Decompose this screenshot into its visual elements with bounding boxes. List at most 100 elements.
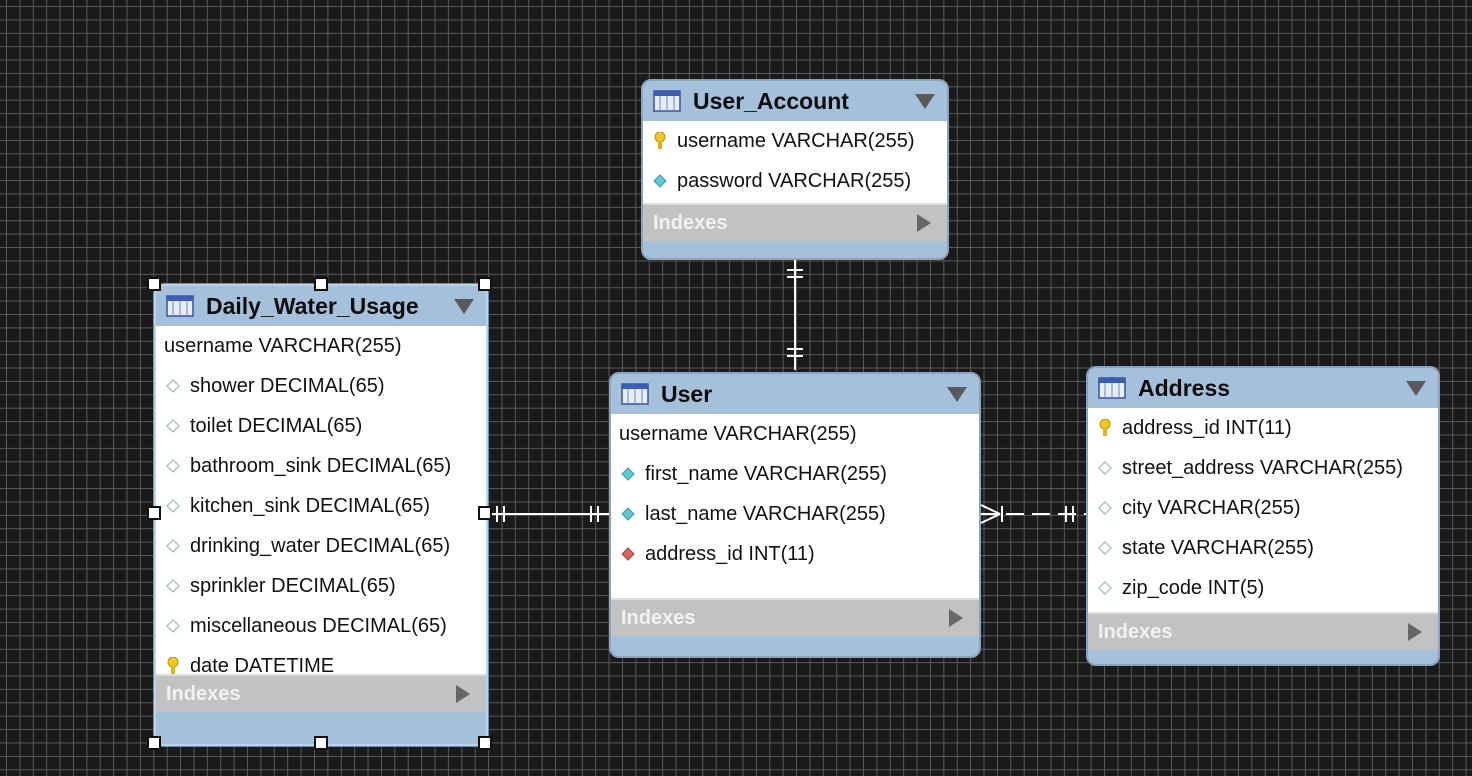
foreign-key-icon bbox=[619, 545, 637, 563]
table-user[interactable]: User username VARCHAR(255) first_name VA… bbox=[609, 372, 981, 658]
column-text: sprinkler DECIMAL(65) bbox=[190, 574, 396, 597]
collapse-toggle-icon[interactable] bbox=[454, 298, 474, 314]
column-text: city VARCHAR(255) bbox=[1122, 496, 1301, 519]
column-list: username VARCHAR(255) shower DECIMAL(65)… bbox=[156, 326, 486, 677]
resize-handle-bottom[interactable] bbox=[314, 736, 328, 750]
table-header[interactable]: User bbox=[611, 374, 979, 414]
relationship-daily-water-usage-user[interactable] bbox=[490, 506, 610, 522]
indexes-section[interactable]: Indexes bbox=[156, 674, 486, 712]
table-footer bbox=[611, 636, 979, 650]
table-name: Address bbox=[1138, 374, 1231, 401]
column-row[interactable]: username VARCHAR(255) bbox=[643, 121, 947, 161]
resize-handle-top-right[interactable] bbox=[478, 277, 492, 291]
resize-handle-top[interactable] bbox=[314, 277, 328, 291]
resize-handle-right[interactable] bbox=[478, 506, 492, 520]
column-row[interactable]: street_address VARCHAR(255) bbox=[1088, 448, 1438, 488]
indexes-section[interactable]: Indexes bbox=[1088, 612, 1438, 650]
column-row[interactable]: city VARCHAR(255) bbox=[1088, 488, 1438, 528]
column-text: address_id INT(11) bbox=[1122, 416, 1292, 439]
column-list: username VARCHAR(255) password VARCHAR(2… bbox=[643, 121, 947, 203]
table-header[interactable]: Address bbox=[1088, 368, 1438, 408]
column-text: street_address VARCHAR(255) bbox=[1122, 456, 1403, 479]
primary-key-icon bbox=[164, 657, 182, 675]
nullable-column-icon bbox=[164, 497, 182, 515]
resize-handle-top-left[interactable] bbox=[147, 277, 161, 291]
nullable-column-icon bbox=[164, 457, 182, 475]
nullable-column-icon bbox=[164, 537, 182, 555]
indexes-section[interactable]: Indexes bbox=[643, 203, 947, 241]
column-text: last_name VARCHAR(255) bbox=[645, 502, 886, 525]
primary-key-icon bbox=[1096, 419, 1114, 437]
column-text: username VARCHAR(255) bbox=[619, 422, 857, 445]
column-text: username VARCHAR(255) bbox=[677, 129, 915, 152]
indexes-label: Indexes bbox=[166, 682, 241, 705]
collapse-toggle-icon[interactable] bbox=[915, 93, 935, 109]
column-row[interactable]: drinking_water DECIMAL(65) bbox=[156, 526, 486, 566]
table-daily-water-usage[interactable]: Daily_Water_Usage username VARCHAR(255) … bbox=[154, 284, 488, 746]
not-null-column-icon bbox=[619, 465, 637, 483]
column-row[interactable]: last_name VARCHAR(255) bbox=[611, 494, 979, 534]
collapse-toggle-icon[interactable] bbox=[947, 386, 967, 402]
expand-arrow-icon[interactable] bbox=[456, 685, 470, 703]
column-row[interactable]: date DATETIME bbox=[156, 646, 486, 686]
column-text: date DATETIME bbox=[190, 654, 335, 677]
column-row[interactable]: address_id INT(11) bbox=[611, 534, 979, 574]
resize-handle-bottom-right[interactable] bbox=[478, 736, 492, 750]
column-row[interactable]: kitchen_sink DECIMAL(65) bbox=[156, 486, 486, 526]
column-list: username VARCHAR(255) first_name VARCHAR… bbox=[611, 414, 979, 598]
table-name: User_Account bbox=[693, 87, 849, 114]
table-icon bbox=[1098, 377, 1126, 399]
column-text: kitchen_sink DECIMAL(65) bbox=[190, 494, 431, 517]
column-row[interactable]: address_id INT(11) bbox=[1088, 408, 1438, 448]
table-name: Daily_Water_Usage bbox=[206, 292, 419, 319]
nullable-column-icon bbox=[164, 377, 182, 395]
table-user-account[interactable]: User_Account username VARCHAR(255) passw… bbox=[641, 79, 949, 260]
nullable-column-icon bbox=[1096, 499, 1114, 517]
expand-arrow-icon[interactable] bbox=[1408, 623, 1422, 641]
column-row[interactable]: shower DECIMAL(65) bbox=[156, 366, 486, 406]
expand-arrow-icon[interactable] bbox=[917, 214, 931, 232]
column-row[interactable]: password VARCHAR(255) bbox=[643, 161, 947, 201]
expand-arrow-icon[interactable] bbox=[949, 609, 963, 627]
table-icon bbox=[653, 90, 681, 112]
resize-handle-left[interactable] bbox=[147, 506, 161, 520]
table-header[interactable]: User_Account bbox=[643, 81, 947, 121]
column-text: username VARCHAR(255) bbox=[164, 334, 402, 357]
nullable-column-icon bbox=[164, 577, 182, 595]
nullable-column-icon bbox=[164, 417, 182, 435]
relationship-user-address[interactable] bbox=[980, 504, 1086, 524]
column-row[interactable]: first_name VARCHAR(255) bbox=[611, 454, 979, 494]
table-footer bbox=[643, 241, 947, 255]
relationship-user-account-user[interactable] bbox=[787, 259, 803, 370]
nullable-column-icon bbox=[1096, 459, 1114, 477]
column-text: state VARCHAR(255) bbox=[1122, 536, 1314, 559]
column-row[interactable]: username VARCHAR(255) bbox=[156, 326, 486, 366]
table-footer bbox=[156, 712, 486, 726]
table-icon bbox=[621, 383, 649, 405]
indexes-label: Indexes bbox=[621, 606, 696, 629]
table-name: User bbox=[661, 380, 713, 407]
column-text: address_id INT(11) bbox=[645, 542, 815, 565]
indexes-section[interactable]: Indexes bbox=[611, 598, 979, 636]
column-row[interactable]: toilet DECIMAL(65) bbox=[156, 406, 486, 446]
indexes-label: Indexes bbox=[653, 211, 728, 234]
column-row[interactable]: state VARCHAR(255) bbox=[1088, 528, 1438, 568]
column-row[interactable]: sprinkler DECIMAL(65) bbox=[156, 566, 486, 606]
column-text: first_name VARCHAR(255) bbox=[645, 462, 887, 485]
column-row[interactable]: miscellaneous DECIMAL(65) bbox=[156, 606, 486, 646]
collapse-toggle-icon[interactable] bbox=[1406, 380, 1426, 396]
table-address[interactable]: Address address_id INT(11) street_addres… bbox=[1086, 366, 1440, 666]
nullable-column-icon bbox=[164, 617, 182, 635]
column-text: drinking_water DECIMAL(65) bbox=[190, 534, 451, 557]
column-row[interactable]: zip_code INT(5) bbox=[1088, 568, 1438, 608]
column-text: zip_code INT(5) bbox=[1122, 576, 1265, 599]
table-header[interactable]: Daily_Water_Usage bbox=[156, 286, 486, 326]
column-row[interactable]: bathroom_sink DECIMAL(65) bbox=[156, 446, 486, 486]
nullable-column-icon bbox=[1096, 579, 1114, 597]
table-footer bbox=[1088, 650, 1438, 664]
resize-handle-bottom-left[interactable] bbox=[147, 736, 161, 750]
column-row[interactable]: username VARCHAR(255) bbox=[611, 414, 979, 454]
column-text: shower DECIMAL(65) bbox=[190, 374, 385, 397]
indexes-label: Indexes bbox=[1098, 620, 1173, 643]
